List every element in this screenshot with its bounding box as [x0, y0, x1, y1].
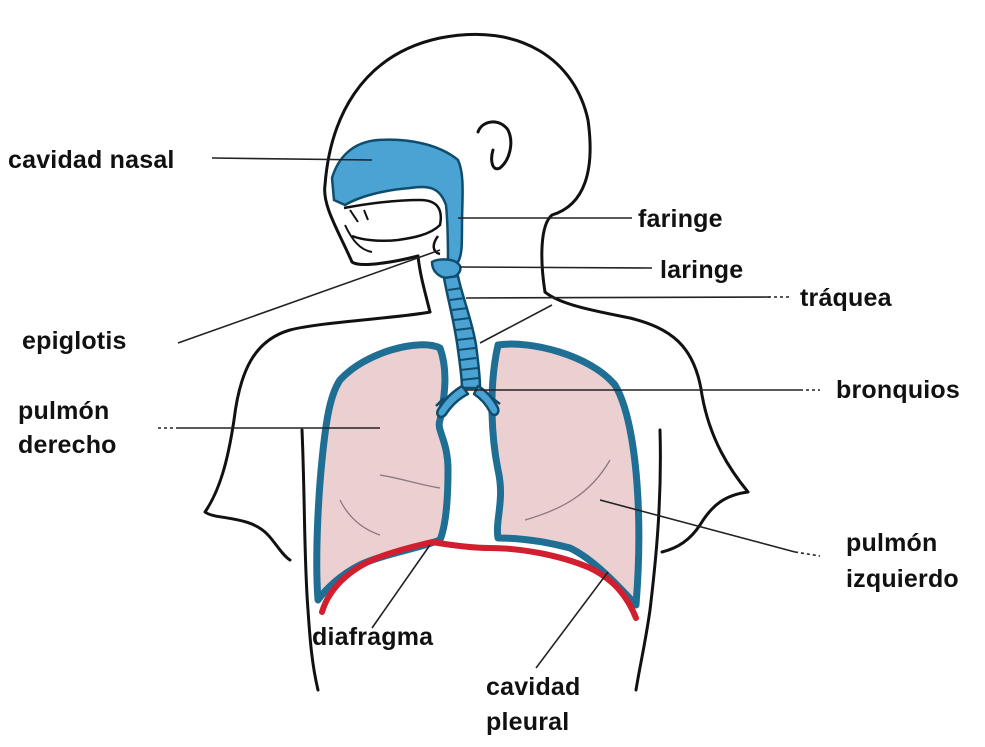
right-lung-shape [317, 345, 448, 600]
label-faringe: faringe [638, 202, 723, 236]
label-bronquios: bronquios [836, 373, 960, 407]
label-pulmon-derecho-line2: derecho [18, 428, 117, 462]
neck-front [418, 256, 430, 312]
label-pulmon-derecho-line1: pulmón [18, 394, 109, 428]
leader-traquea [466, 297, 770, 298]
ear [478, 122, 511, 169]
leader-laringe [460, 267, 652, 268]
label-diafragma: diafragma [312, 620, 433, 654]
trachea-shape [444, 276, 480, 388]
leader-cavidad-pleural [536, 572, 608, 668]
label-pulmon-izquierdo-line1: pulmón [846, 526, 937, 560]
left-lung-shape [492, 344, 639, 605]
label-epiglotis: epiglotis [22, 324, 127, 358]
leader-epiglotis [178, 250, 440, 343]
label-cavidad-nasal: cavidad nasal [8, 143, 175, 177]
label-traquea: tráquea [800, 281, 892, 315]
label-pulmon-izquierdo-line2: izquierdo [846, 562, 959, 596]
leader-pulmon-izq-top [480, 305, 552, 343]
label-cavidad-pleural-line1: cavidad [486, 670, 581, 704]
label-cavidad-pleural-line2: pleural [486, 705, 569, 739]
label-laringe: laringe [660, 253, 743, 287]
